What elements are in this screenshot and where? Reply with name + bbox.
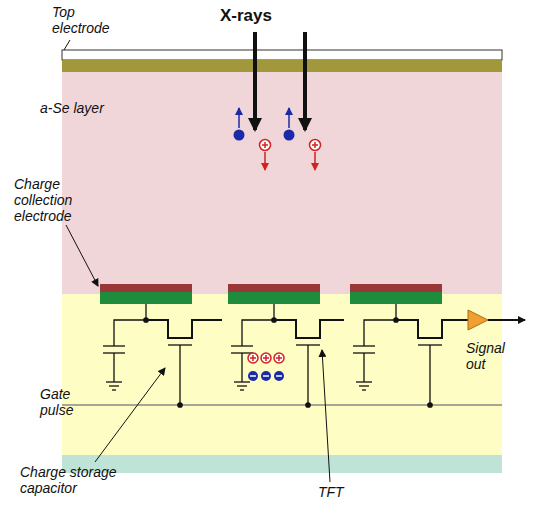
xray-label: X-rays (220, 6, 300, 26)
part-label: Charge collection electrode (14, 176, 104, 224)
part-label: Charge storage capacitor (20, 464, 150, 496)
part-label: a-Se layer (40, 100, 150, 116)
signal-label: Signal out (466, 340, 528, 372)
part-label: Top electrode (52, 4, 132, 36)
part-label: TFT (318, 484, 358, 500)
signal-label: Gate pulse (40, 386, 100, 418)
